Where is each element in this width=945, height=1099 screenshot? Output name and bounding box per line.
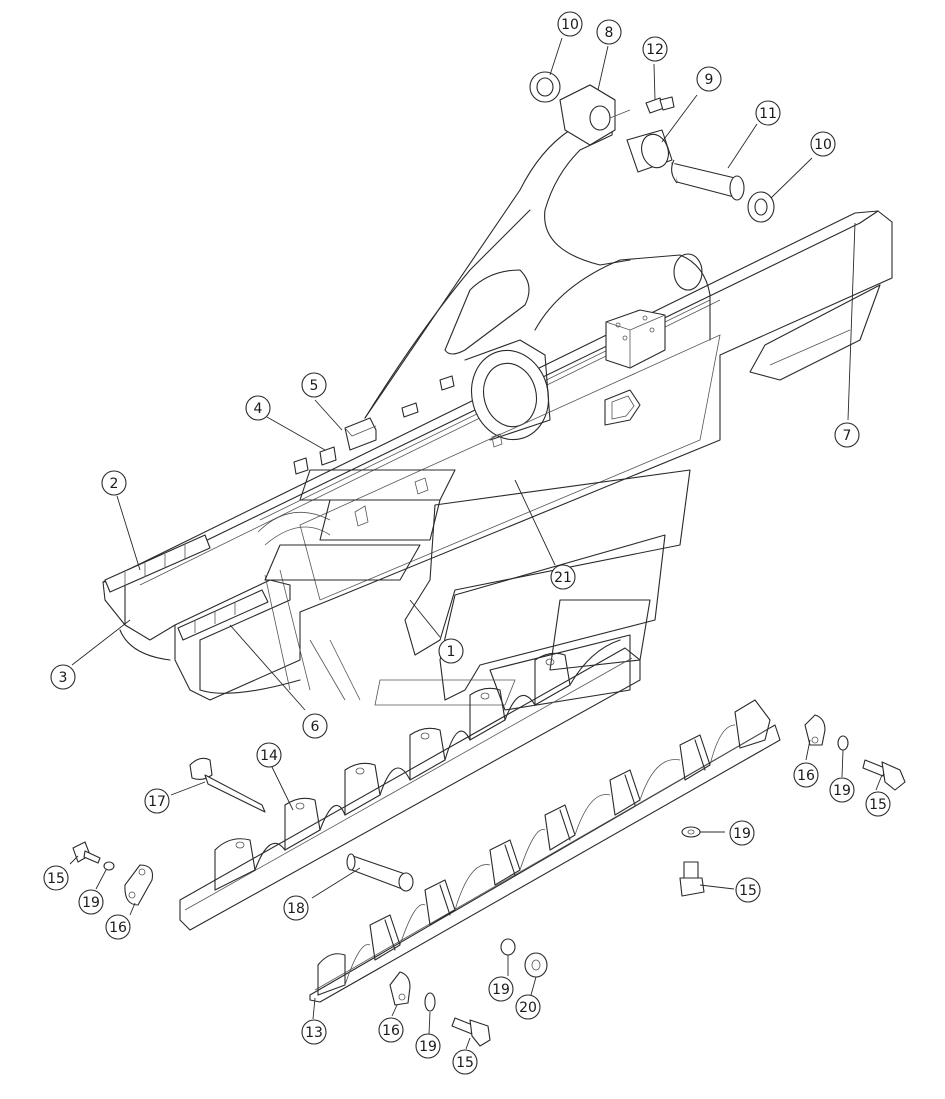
callout-6: 6 bbox=[302, 713, 328, 739]
callout-19-left: 19 bbox=[78, 889, 104, 915]
svg-text:16: 16 bbox=[797, 768, 815, 784]
grease-fitting-12 bbox=[645, 96, 675, 114]
washer-19-left bbox=[103, 861, 115, 871]
callout-10-right: 10 bbox=[810, 131, 836, 157]
svg-text:17: 17 bbox=[148, 794, 166, 810]
svg-text:16: 16 bbox=[109, 920, 127, 936]
callout-2: 2 bbox=[101, 470, 127, 496]
callout-5: 5 bbox=[301, 372, 327, 398]
plate-16-right bbox=[804, 714, 826, 746]
svg-text:4: 4 bbox=[254, 401, 263, 417]
svg-text:11: 11 bbox=[759, 106, 777, 122]
callout-19-bottom2: 19 bbox=[415, 1033, 441, 1059]
svg-text:21: 21 bbox=[554, 570, 572, 586]
svg-text:15: 15 bbox=[869, 797, 887, 813]
svg-text:18: 18 bbox=[287, 901, 305, 917]
callout-19-right: 19 bbox=[829, 777, 855, 803]
callout-1: 1 bbox=[438, 638, 464, 664]
callout-11: 11 bbox=[755, 100, 781, 126]
svg-text:20: 20 bbox=[519, 1000, 537, 1016]
callout-16-bottom: 16 bbox=[378, 1017, 404, 1043]
equalizer-arm bbox=[364, 84, 631, 419]
svg-text:19: 19 bbox=[82, 895, 100, 911]
svg-text:19: 19 bbox=[833, 783, 851, 799]
svg-text:2: 2 bbox=[110, 476, 119, 492]
callout-15-mid: 15 bbox=[735, 877, 761, 903]
bolt-15-bottom bbox=[451, 1017, 491, 1047]
svg-text:1: 1 bbox=[447, 644, 456, 660]
callout-19-bottom: 19 bbox=[488, 976, 514, 1002]
nut-20 bbox=[524, 952, 548, 978]
svg-text:7: 7 bbox=[843, 428, 852, 444]
leader-lines bbox=[69, 37, 883, 1050]
callout-20: 20 bbox=[515, 994, 541, 1020]
callout-15-right: 15 bbox=[865, 791, 891, 817]
callout-18: 18 bbox=[283, 895, 309, 921]
callout-3: 3 bbox=[50, 664, 76, 690]
svg-text:10: 10 bbox=[561, 17, 579, 33]
washer-19-right bbox=[837, 735, 849, 751]
svg-text:14: 14 bbox=[260, 748, 278, 764]
callout-15-bottom: 15 bbox=[452, 1049, 478, 1075]
callout-10-top: 10 bbox=[557, 11, 583, 37]
callout-7: 7 bbox=[834, 422, 860, 448]
callout-13: 13 bbox=[301, 1019, 327, 1045]
svg-text:19: 19 bbox=[492, 982, 510, 998]
washer-19-mid bbox=[681, 826, 701, 838]
callout-4: 4 bbox=[245, 395, 271, 421]
svg-text:19: 19 bbox=[733, 826, 751, 842]
callout-15-left: 15 bbox=[43, 865, 69, 891]
callout-9: 9 bbox=[696, 66, 722, 92]
plate-16-bottom bbox=[389, 971, 411, 1006]
frame-guard bbox=[264, 334, 721, 711]
svg-text:6: 6 bbox=[311, 719, 320, 735]
svg-text:13: 13 bbox=[305, 1025, 323, 1041]
callout-21: 21 bbox=[550, 564, 576, 590]
washer-19-bottom2 bbox=[424, 992, 436, 1012]
bolt-15-mid bbox=[679, 861, 705, 897]
callout-19-mid: 19 bbox=[729, 820, 755, 846]
svg-text:15: 15 bbox=[739, 883, 757, 899]
pin-11 bbox=[671, 159, 745, 201]
bolt-15-left bbox=[72, 841, 101, 864]
callout-8: 8 bbox=[596, 19, 622, 45]
callout-17: 17 bbox=[144, 788, 170, 814]
track-guard-13 bbox=[309, 699, 781, 1003]
svg-text:3: 3 bbox=[59, 670, 68, 686]
svg-text:5: 5 bbox=[310, 378, 319, 394]
plate-16-left bbox=[124, 864, 154, 906]
track-frame bbox=[102, 210, 893, 701]
callout-14: 14 bbox=[256, 742, 282, 768]
callout-16-left: 16 bbox=[105, 914, 131, 940]
track-guard-14 bbox=[179, 639, 641, 931]
svg-text:10: 10 bbox=[814, 137, 832, 153]
bolt-17 bbox=[189, 757, 266, 813]
washer-10-right bbox=[747, 191, 775, 223]
svg-text:9: 9 bbox=[705, 72, 714, 88]
bolt-15-right bbox=[862, 759, 906, 791]
callout-16-right: 16 bbox=[793, 762, 819, 788]
svg-text:12: 12 bbox=[646, 42, 664, 58]
washer-10-top bbox=[529, 71, 561, 103]
bushing-9 bbox=[626, 129, 673, 173]
pin-18 bbox=[346, 853, 414, 892]
svg-text:19: 19 bbox=[419, 1039, 437, 1055]
svg-text:8: 8 bbox=[605, 25, 614, 41]
svg-text:15: 15 bbox=[47, 871, 65, 887]
svg-text:16: 16 bbox=[382, 1023, 400, 1039]
washer-19-bottom bbox=[500, 938, 516, 956]
svg-text:15: 15 bbox=[456, 1055, 474, 1071]
callout-12: 12 bbox=[642, 36, 668, 62]
